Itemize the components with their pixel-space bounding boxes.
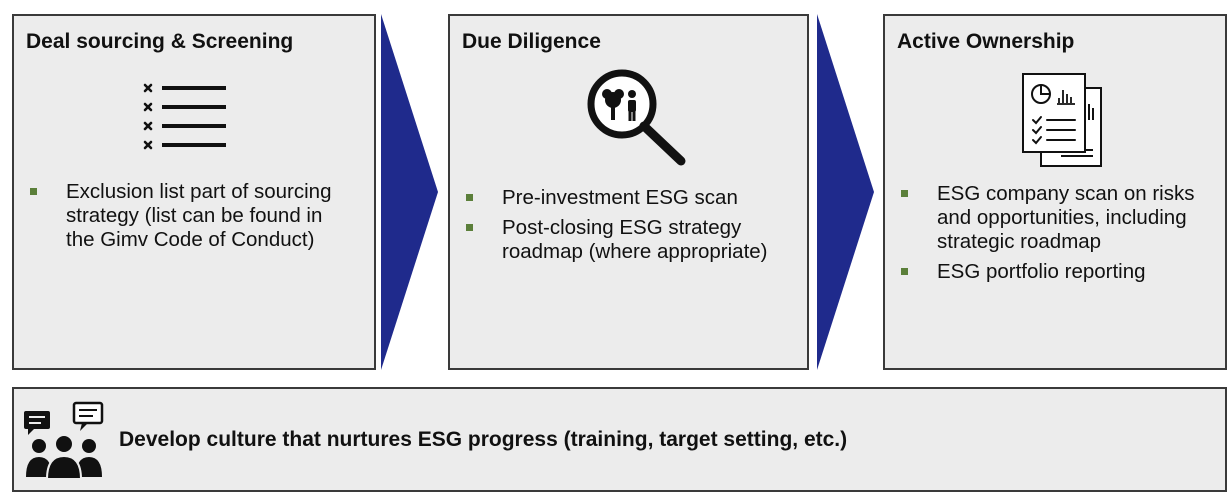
bullet-marker [466,224,473,231]
stage-title: Active Ownership [897,30,1075,53]
bullet-marker [466,194,473,201]
stage-due-diligence: Due Diligence Pre-investment ESG scan Po… [448,14,809,370]
bullet-list: Exclusion list part of sourcing strategy… [26,180,346,258]
chevron-arrow [381,14,438,370]
report-icon [1022,73,1102,167]
magnifier-icon [587,69,686,166]
bullet-item: Pre-investment ESG scan [462,186,802,210]
bullet-item: ESG company scan on risks and opportunit… [897,182,1217,254]
culture-text: Develop culture that nurtures ESG progre… [119,428,848,451]
bullet-text: Exclusion list part of sourcing strategy… [66,180,332,251]
culture-banner: Develop culture that nurtures ESG progre… [12,387,1227,492]
stage-title: Due Diligence [462,30,601,53]
stage-title: Deal sourcing & Screening [26,30,294,53]
bullet-marker [901,268,908,275]
bullet-marker [30,188,37,195]
bullet-list: ESG company scan on risks and opportunit… [897,182,1217,290]
bullet-text: Pre-investment ESG scan [502,186,738,209]
bullet-text: ESG portfolio reporting [937,260,1146,283]
bullet-list: Pre-investment ESG scan Post-closing ESG… [462,186,802,270]
bullet-text: ESG company scan on risks and opportunit… [937,182,1195,253]
people-chat-icon [24,401,104,480]
stage-deal-sourcing: Deal sourcing & Screening Exclusion list… [12,14,376,370]
bullet-item: Post-closing ESG strategy roadmap (where… [462,216,802,264]
checklist-icon [143,83,226,150]
bullet-item: Exclusion list part of sourcing strategy… [26,180,346,252]
bullet-item: ESG portfolio reporting [897,260,1217,284]
chevron-arrow [817,14,874,370]
bullet-text: Post-closing ESG strategy roadmap (where… [502,216,768,263]
stage-active-ownership: Active Ownership ESG company scan on ris… [883,14,1227,370]
bullet-marker [901,190,908,197]
